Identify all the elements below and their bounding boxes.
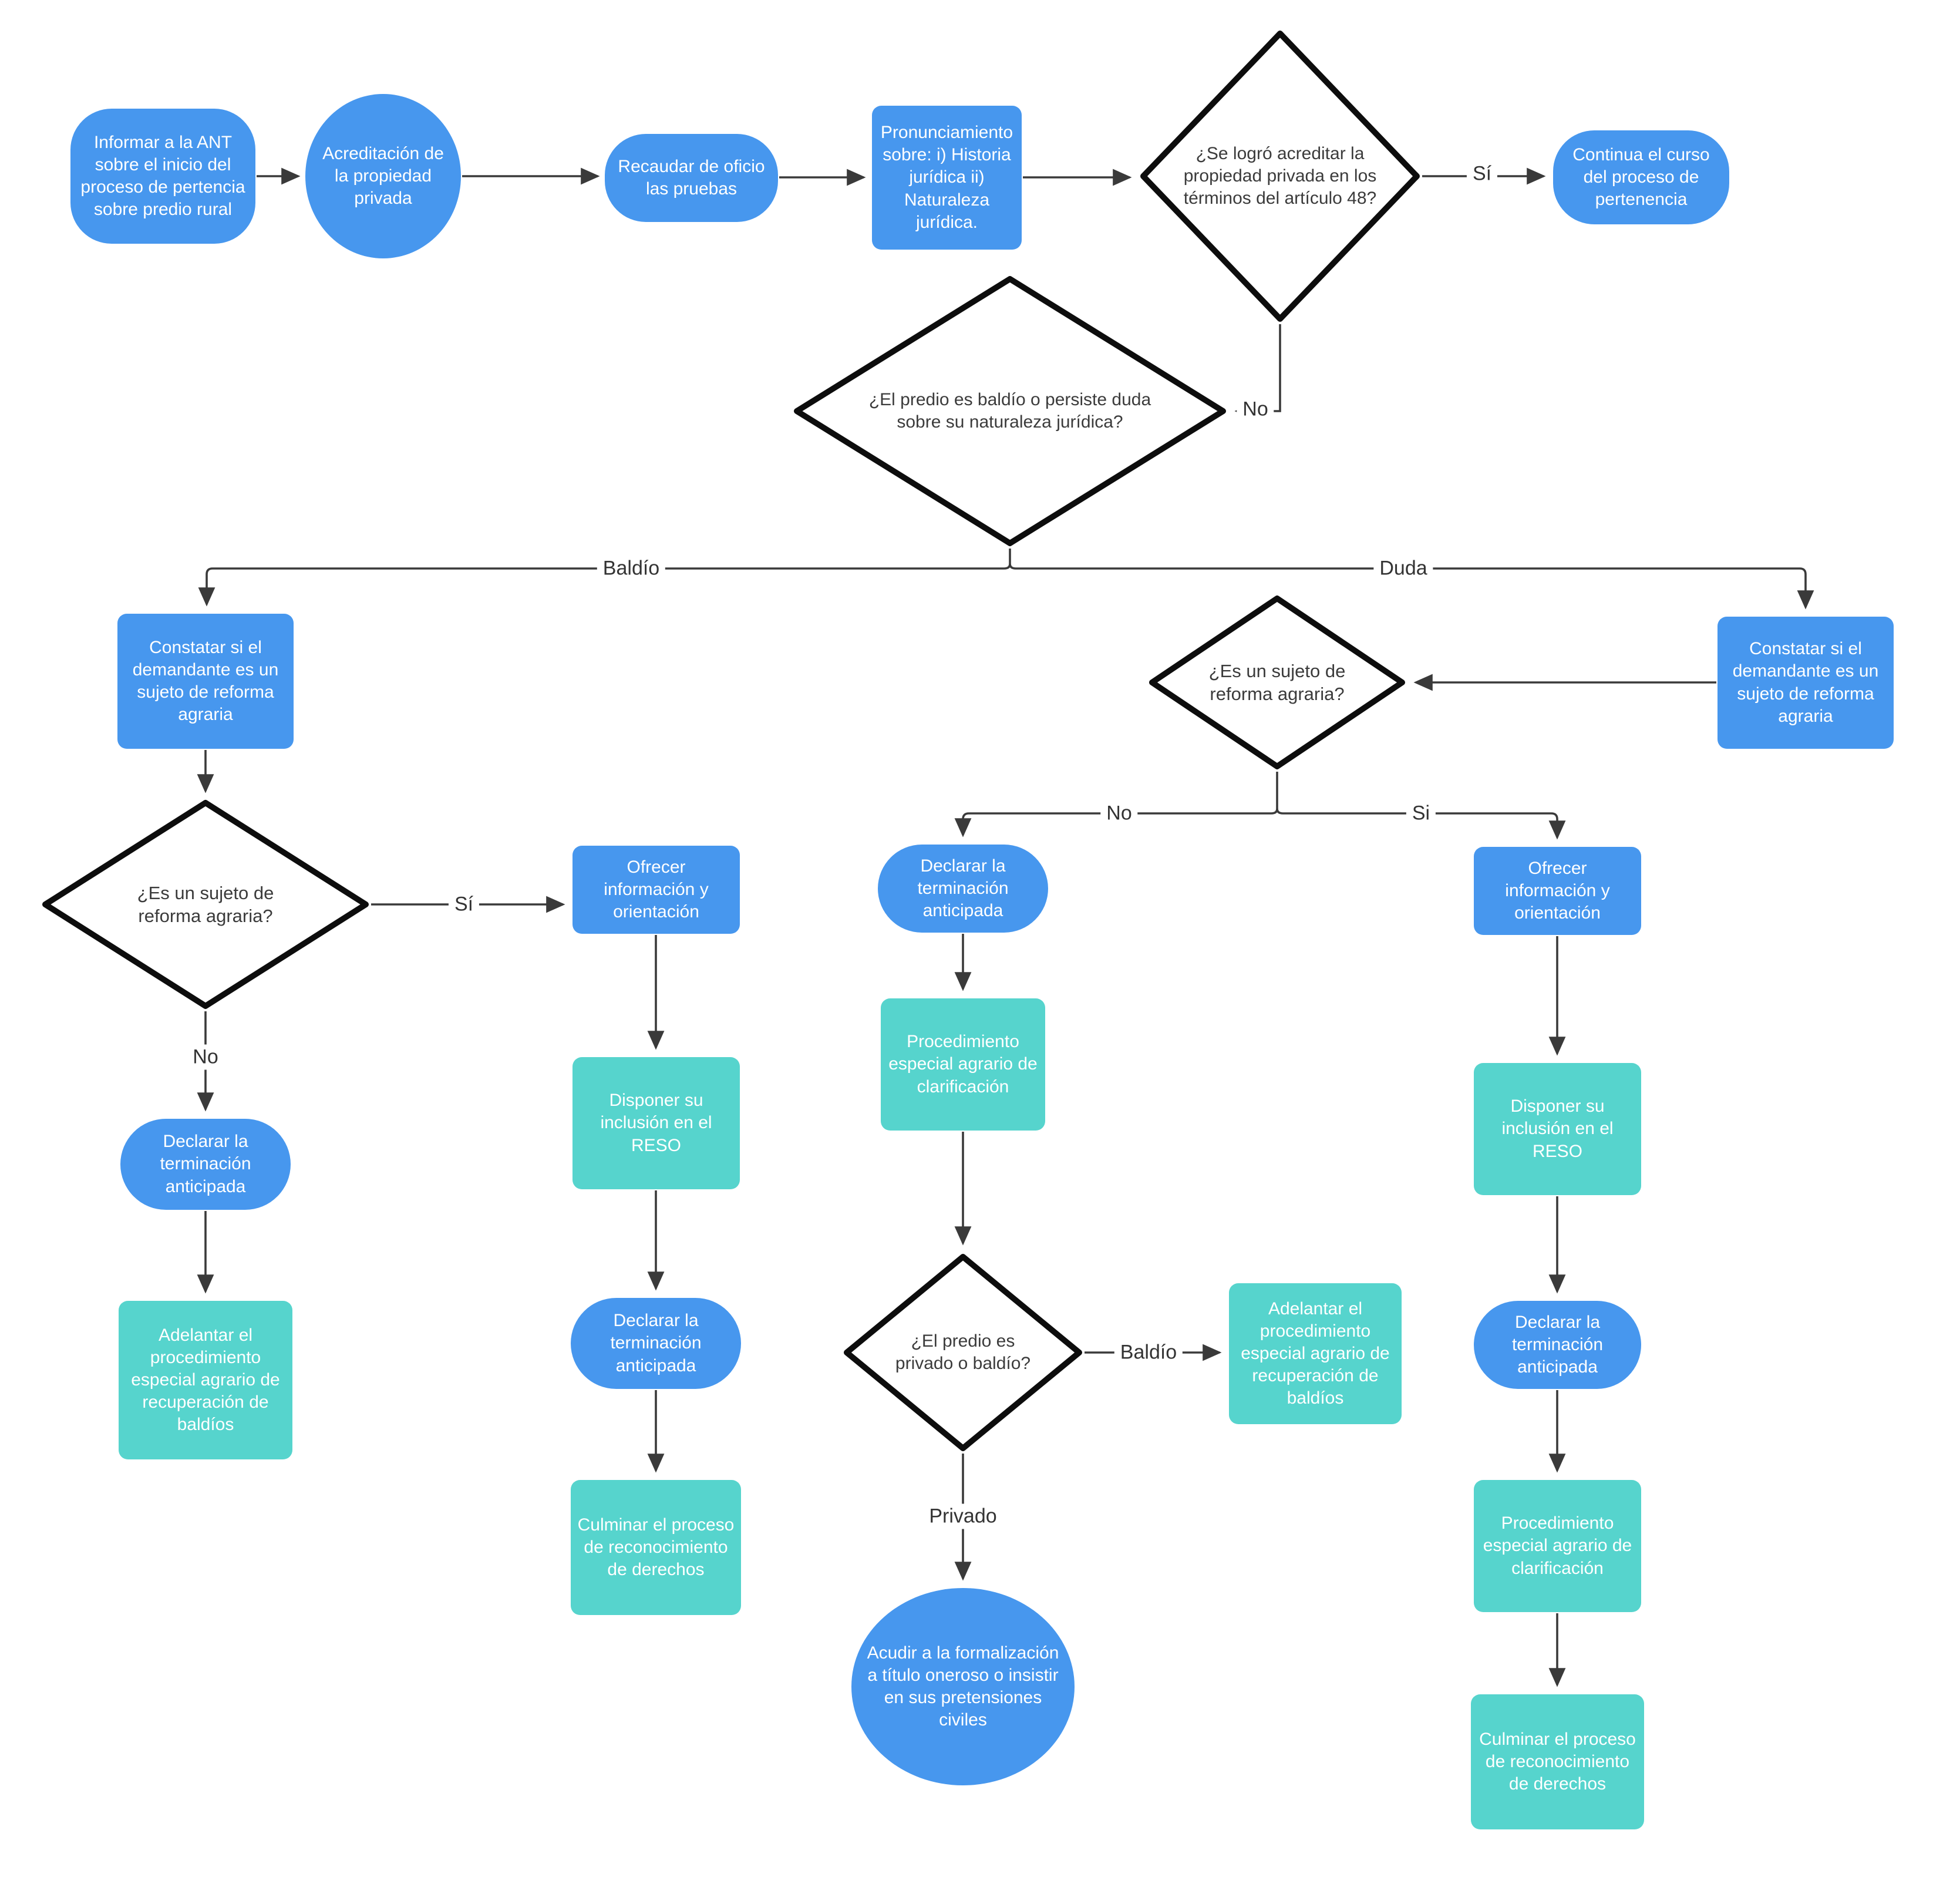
node-declarar-terminacion-mid-izq: Declarar la terminación anticipada bbox=[571, 1298, 741, 1389]
node-procedimiento-clarificacion-centro: Procedimiento especial agrario de clarif… bbox=[881, 998, 1045, 1131]
decision-baldio-o-duda: ¿El predio es baldío o persiste duda sob… bbox=[793, 275, 1227, 547]
node-label: Declarar la terminación anticipada bbox=[160, 1132, 251, 1196]
node-culminar-proceso-izq: Culminar el proceso de reconocimiento de… bbox=[571, 1480, 741, 1615]
node-label: Recaudar de oficio las pruebas bbox=[618, 156, 765, 199]
edge-label-sí: Sí bbox=[1466, 161, 1498, 187]
node-label: Pronunciamiento sobre: i) Historia juríd… bbox=[880, 123, 1013, 232]
decision-sujeto-reforma-izq: ¿Es un sujeto de reforma agraria? bbox=[41, 799, 370, 1010]
edge-label-baldío: Baldío bbox=[1114, 1340, 1183, 1365]
node-continua-proceso-pertenencia: Continua el curso del proceso de pertene… bbox=[1553, 130, 1729, 224]
edge-label-si: Si bbox=[1406, 800, 1436, 826]
node-acreditacion-propiedad: Acreditación de la propiedad privada bbox=[305, 94, 461, 258]
node-label: ¿Es un sujeto de reforma agraria? bbox=[137, 882, 274, 926]
decision-acreditar-articulo-48: ¿Se logró acreditar la propiedad privada… bbox=[1139, 29, 1421, 323]
node-declarar-terminacion-izq: Declarar la terminación anticipada bbox=[120, 1119, 291, 1210]
node-informar-ant: Informar a la ANT sobre el inicio del pr… bbox=[70, 109, 255, 244]
node-label: Declarar la terminación anticipada bbox=[917, 856, 1009, 921]
node-disponer-reso-izq: Disponer su inclusión en el RESO bbox=[572, 1057, 740, 1189]
connector-duda-constatar-der bbox=[1009, 563, 1814, 610]
node-label: Procedimiento especial agrario de clarif… bbox=[888, 1032, 1038, 1096]
edge-label-no: No bbox=[1100, 800, 1138, 826]
node-ofrecer-informacion-der: Ofrecer información y orientación bbox=[1474, 847, 1641, 935]
node-label: Disponer su inclusión en el RESO bbox=[1501, 1096, 1614, 1161]
node-label: ¿Es un sujeto de reforma agraria? bbox=[1208, 660, 1346, 704]
node-constatar-demandante-der: Constatar si el demandante es un sujeto … bbox=[1717, 617, 1894, 749]
node-label: Constatar si el demandante es un sujeto … bbox=[132, 637, 279, 725]
decision-sujeto-reforma-der: ¿Es un sujeto de reforma agraria? bbox=[1148, 594, 1406, 771]
edge-label-baldío: Baldío bbox=[597, 556, 666, 581]
edge-label-duda: Duda bbox=[1373, 556, 1433, 581]
node-constatar-demandante-izq: Constatar si el demandante es un sujeto … bbox=[117, 614, 294, 749]
node-label: Acreditación de la propiedad privada bbox=[322, 143, 444, 208]
node-ofrecer-informacion-izq: Ofrecer información y orientación bbox=[572, 846, 740, 934]
edge-label-no: No bbox=[187, 1044, 224, 1070]
node-label: Procedimiento especial agrario de clarif… bbox=[1483, 1513, 1632, 1578]
node-label: Declarar la terminación anticipada bbox=[1511, 1312, 1604, 1377]
diamond-outline bbox=[1140, 31, 1420, 322]
node-pronunciamiento: Pronunciamiento sobre: i) Historia juríd… bbox=[872, 106, 1022, 250]
node-label: Ofrecer información y orientación bbox=[604, 857, 709, 922]
node-disponer-reso-der: Disponer su inclusión en el RESO bbox=[1474, 1063, 1641, 1195]
node-label: ¿El predio es privado o baldío? bbox=[895, 1331, 1031, 1373]
node-label: Adelantar el procedimiento especial agra… bbox=[131, 1325, 280, 1435]
node-label: Disponer su inclusión en el RESO bbox=[600, 1091, 712, 1155]
diamond-outline bbox=[844, 1254, 1082, 1451]
node-label: Ofrecer información y orientación bbox=[1505, 858, 1610, 923]
node-label: Continua el curso del proceso de pertene… bbox=[1572, 144, 1710, 210]
edge-label-privado: Privado bbox=[923, 1503, 1003, 1529]
node-label: Declarar la terminación anticipada bbox=[610, 1311, 702, 1375]
node-label: Acudir a la formalización a título onero… bbox=[867, 1643, 1059, 1730]
edge-label-no: No bbox=[1237, 396, 1274, 422]
connector-decision-der-si-ofrecer bbox=[1276, 808, 1566, 840]
node-culminar-proceso-der: Culminar el proceso de reconocimiento de… bbox=[1471, 1694, 1644, 1829]
node-adelantar-recuperacion-centro: Adelantar el procedimiento especial agra… bbox=[1229, 1283, 1402, 1424]
node-label: Culminar el proceso de reconocimiento de… bbox=[577, 1515, 735, 1580]
node-declarar-terminacion-centro: Declarar la terminación anticipada bbox=[878, 845, 1048, 933]
node-label: Informar a la ANT sobre el inicio del pr… bbox=[80, 132, 245, 220]
node-label: Constatar si el demandante es un sujeto … bbox=[1732, 639, 1879, 726]
node-procedimiento-clarificacion-der: Procedimiento especial agrario de clarif… bbox=[1474, 1480, 1641, 1612]
edge-label-sí: Sí bbox=[448, 892, 480, 917]
node-label: ¿Se logró acreditar la propiedad privada… bbox=[1183, 143, 1377, 208]
node-declarar-terminacion-der: Declarar la terminación anticipada bbox=[1474, 1301, 1641, 1389]
node-adelantar-recuperacion-izq: Adelantar el procedimiento especial agra… bbox=[119, 1301, 292, 1459]
diamond-outline bbox=[1149, 596, 1405, 769]
node-recaudar-pruebas: Recaudar de oficio las pruebas bbox=[605, 134, 778, 222]
node-label: ¿El predio es baldío o persiste duda sob… bbox=[868, 389, 1151, 432]
diamond-outline bbox=[794, 276, 1226, 546]
node-label: Culminar el proceso de reconocimiento de… bbox=[1479, 1729, 1636, 1794]
node-acudir-formalizacion: Acudir a la formalización a título onero… bbox=[851, 1588, 1075, 1785]
decision-predio-privado-baldio: ¿El predio es privado o baldío? bbox=[843, 1253, 1083, 1452]
node-label: Adelantar el procedimiento especial agra… bbox=[1241, 1298, 1390, 1408]
diamond-outline bbox=[42, 800, 369, 1009]
